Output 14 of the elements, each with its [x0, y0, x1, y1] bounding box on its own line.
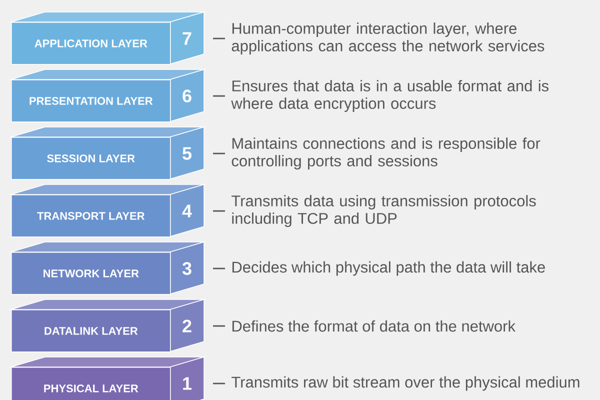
description-text: Transmits raw bit stream over the physical medium [232, 376, 580, 391]
description-text: Transmits data using transmission protocols including TCP and UDP [232, 195, 536, 227]
layer-number: 4 [182, 204, 192, 218]
description-text: Human-computer interaction layer, where applications can access the network services [232, 22, 544, 54]
layer-number: 2 [182, 320, 192, 332]
layer-number: 3 [182, 262, 192, 275]
description-text: Defines the format of data on the network [232, 320, 516, 332]
layer-number: 6 [182, 90, 192, 102]
layer-number: 1 [183, 377, 192, 390]
layer-number: 7 [182, 32, 192, 45]
description-text: Maintains connections and is responsible for controlling ports and sessions [232, 138, 540, 170]
layer-number: 5 [182, 147, 192, 160]
description-text: Decides which physical path the data will take [232, 261, 545, 276]
description-text: Ensures that data is in a usable format and is where data encryption occurs [231, 80, 548, 112]
